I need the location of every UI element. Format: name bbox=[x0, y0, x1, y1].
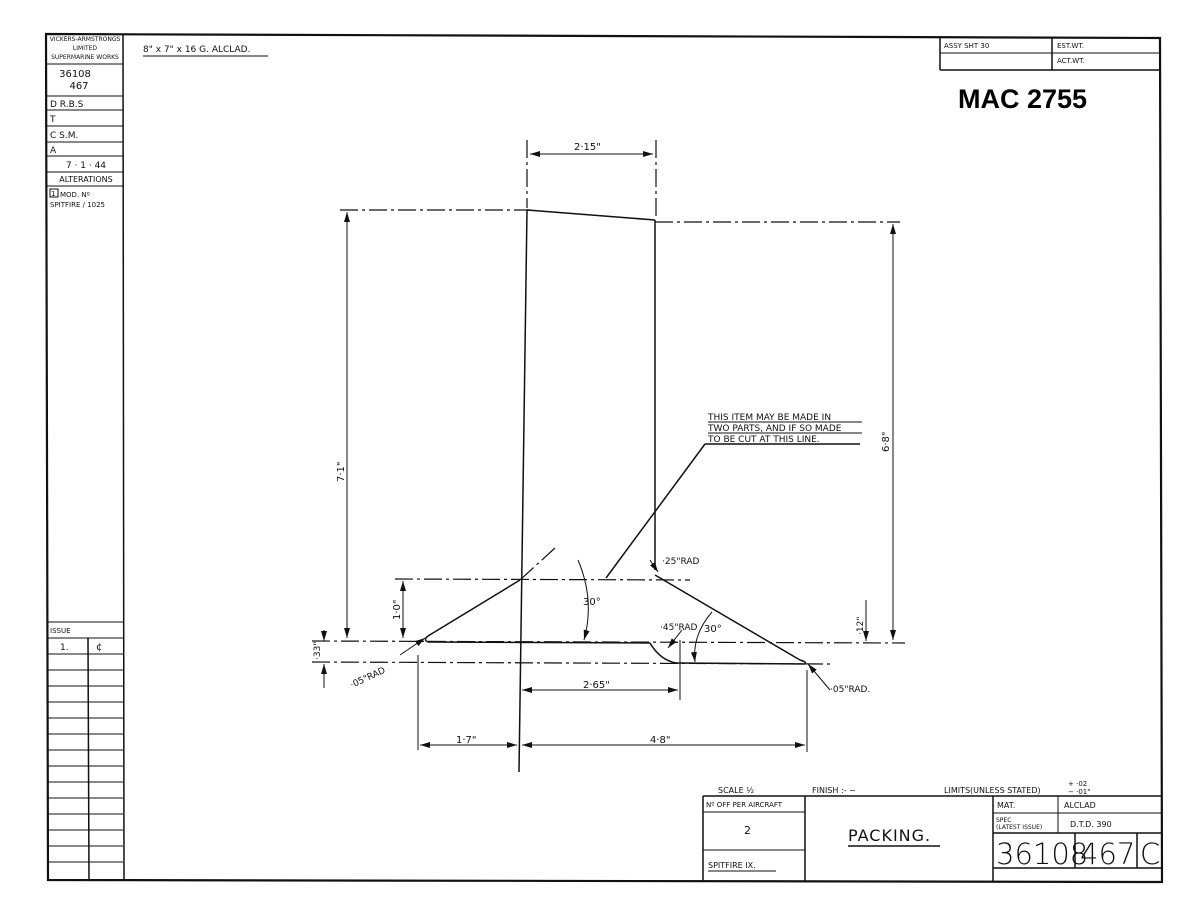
spec-label-2: (LATEST ISSUE) bbox=[996, 824, 1042, 831]
dim-radius-mid: ·45"RAD bbox=[660, 623, 697, 633]
number-off-value: 2 bbox=[744, 824, 751, 837]
dim-angle-right: 30° bbox=[704, 624, 722, 635]
dim-left-height: 7·1" bbox=[336, 461, 347, 482]
dimension-lines bbox=[321, 151, 896, 748]
bottom-title-block bbox=[702, 795, 1161, 882]
material-value: ALCLAD bbox=[1064, 801, 1096, 810]
left-part-number: 467 bbox=[69, 81, 88, 92]
spec-label-1: SPEC bbox=[996, 817, 1011, 824]
dim-mid-width: 2·65" bbox=[583, 680, 610, 691]
cut-note-line3: TO BE CUT AT THIS LINE. bbox=[707, 435, 820, 445]
dim-radius-right: ·05"RAD. bbox=[830, 685, 870, 695]
number-off-label: Nº OFF PER AIRCRAFT bbox=[706, 801, 783, 809]
company-name-line1: VICKERS-ARMSTRONGS bbox=[50, 36, 121, 43]
dim-angle-left: 30° bbox=[583, 597, 601, 608]
issue-label: ISSUE bbox=[50, 627, 71, 635]
title-part-number: 467 bbox=[1080, 837, 1135, 871]
dim-radius-left: ·05"RAD bbox=[349, 666, 387, 691]
dim-radius-top: ·25"RAD bbox=[662, 557, 699, 567]
dim-bottom-right: 4·8" bbox=[650, 735, 671, 746]
material-note: 8" x 7" x 16 G. ALCLAD. bbox=[143, 45, 250, 55]
company-name-line2: LIMITED bbox=[73, 45, 98, 52]
cut-note-line2: TWO PARTS, AND IF SO MADE bbox=[707, 424, 842, 434]
alteration-1-text-2: SPITFIRE / 1025 bbox=[50, 201, 105, 209]
dim-top-width: 2·15" bbox=[574, 142, 601, 153]
company-name-line3: SUPERMARINE WORKS bbox=[51, 54, 119, 61]
dim-right-height: 6·8" bbox=[881, 431, 892, 452]
assy-sheet: ASSY SHT 30 bbox=[944, 42, 989, 50]
limits-minus: − ·01" bbox=[1068, 788, 1090, 796]
spec-value: D.T.D. 390 bbox=[1070, 820, 1112, 829]
aircraft-type: SPITFIRE IX. bbox=[708, 861, 756, 870]
part-outline bbox=[424, 209, 807, 773]
alteration-1-text-1: MOD. Nº bbox=[60, 191, 90, 199]
drawn-by: D R.B.S bbox=[50, 100, 84, 110]
approved-by: A bbox=[50, 146, 57, 156]
dim-base-thickness: ·33" bbox=[313, 642, 323, 660]
limits-label: LIMITS(UNLESS STATED) bbox=[944, 786, 1041, 795]
act-wt-label: ACT.WT. bbox=[1057, 57, 1085, 65]
est-wt-label: EST.WT. bbox=[1057, 42, 1084, 50]
alteration-1-number: 1 bbox=[51, 190, 55, 198]
top-right-block bbox=[939, 38, 1161, 71]
issue-number: 1. bbox=[60, 643, 69, 653]
left-drawing-number: 36108 bbox=[59, 69, 91, 80]
finish-label: FINISH :- ~ bbox=[812, 786, 856, 795]
issue-mark: ¢ bbox=[96, 642, 102, 653]
limits-plus: + ·02 bbox=[1068, 780, 1087, 788]
dim-right-thickness: ·12" bbox=[856, 617, 866, 635]
traced-by: T bbox=[49, 115, 56, 125]
scale-label: SCALE ½ bbox=[718, 786, 754, 795]
alterations-label: ALTERATIONS bbox=[59, 175, 112, 184]
cut-note-line1: THIS ITEM MAY BE MADE IN bbox=[707, 413, 831, 423]
drawing-title: PACKING. bbox=[848, 826, 931, 845]
dim-step-height: 1·0" bbox=[392, 599, 403, 620]
center-lines bbox=[311, 140, 906, 752]
title-drawing-number: 36108 bbox=[996, 837, 1088, 871]
drawing-date: 7 · 1 · 44 bbox=[66, 161, 106, 171]
reference-mark: MAC 2755 bbox=[958, 84, 1087, 114]
checked-by: C S.M. bbox=[50, 131, 78, 141]
dim-bottom-left: 1·7" bbox=[456, 735, 477, 746]
left-title-column bbox=[47, 33, 125, 881]
material-label: MAT. bbox=[997, 801, 1015, 810]
title-issue-letter: C bbox=[1140, 837, 1160, 871]
sheet-border bbox=[44, 32, 1164, 884]
